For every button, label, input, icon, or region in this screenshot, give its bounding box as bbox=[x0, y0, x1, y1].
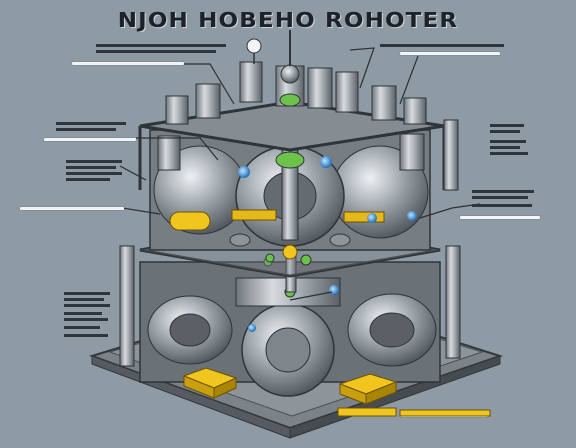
callout-bar-mid-left bbox=[44, 138, 136, 141]
callout-bar-top-right bbox=[400, 52, 500, 55]
callout-bar-top-left bbox=[72, 62, 184, 65]
callout-bar-right bbox=[460, 216, 540, 219]
reactor-core bbox=[149, 129, 431, 266]
lower-pillars bbox=[119, 245, 461, 367]
top-cylinders bbox=[165, 30, 427, 125]
safety-blocks bbox=[182, 367, 398, 405]
lower-chamber bbox=[139, 257, 441, 397]
leader-lines bbox=[119, 47, 481, 301]
callout-bar-left bbox=[20, 207, 124, 210]
diagram-title: NJOH HOBEHO ROHOTER bbox=[117, 8, 459, 32]
